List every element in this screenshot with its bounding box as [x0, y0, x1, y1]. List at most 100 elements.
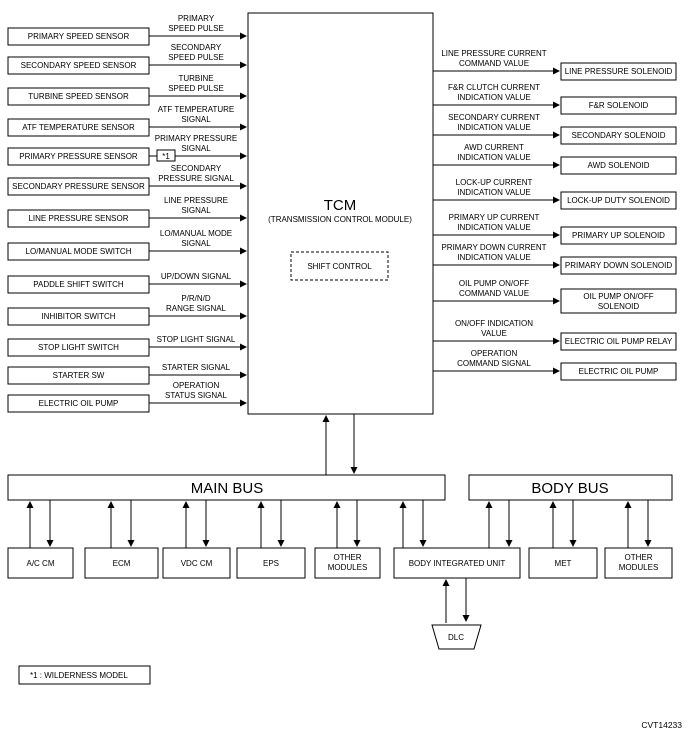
input-signal-label: SPEED PULSE: [168, 24, 224, 33]
input-signal-label: RANGE SIGNAL: [166, 304, 227, 313]
input-signal-label: SIGNAL: [181, 115, 211, 124]
output-actuator-label: SECONDARY SOLENOID: [572, 131, 666, 140]
output-actuator-label: ELECTRIC OIL PUMP: [579, 367, 659, 376]
output-actuator-box: [560, 362, 677, 381]
output-row: PRIMARY UP SOLENOID PRIMARY UP CURRENTIND…: [433, 213, 677, 245]
main-bus-box: [7, 474, 446, 501]
output-signal-label: OPERATION: [471, 349, 518, 358]
input-signal-label: SECONDARY: [171, 43, 222, 52]
input-sensor-label: STARTER SW: [53, 371, 105, 380]
output-actuator-box: [560, 288, 677, 314]
output-row: ELECTRIC OIL PUMP RELAY ON/OFF INDICATION…: [433, 319, 677, 351]
output-actuator-box: [560, 191, 677, 210]
output-signal-label: LINE PRESSURE CURRENT: [441, 49, 546, 58]
output-signal-label: COMMAND VALUE: [459, 289, 529, 298]
output-signal-label: SECONDARY CURRENT: [448, 113, 540, 122]
input-signal-label: SIGNAL: [181, 206, 211, 215]
output-actuator-box: [560, 332, 677, 351]
tcm-box: [247, 12, 434, 415]
legend: *1 : WILDERNESS MODEL: [18, 665, 151, 685]
module-label: EPS: [263, 559, 279, 568]
output-actuator-label: PRIMARY DOWN SOLENOID: [565, 261, 673, 270]
input-sensor-label: STOP LIGHT SWITCH: [38, 343, 119, 352]
body-bus-box: [468, 474, 673, 501]
input-signal-label: PRIMARY PRESSURE: [155, 134, 237, 143]
body-bus: BODY BUS: [468, 474, 673, 501]
module-box: [604, 547, 673, 579]
output-actuator-label: LINE PRESSURE SOLENOID: [565, 67, 673, 76]
output-actuator-box: [560, 156, 677, 175]
tcm-title: TCM: [324, 197, 357, 214]
module-box: [528, 547, 598, 579]
output-signal-label: INDICATION VALUE: [457, 223, 531, 232]
input-signal-label: LINE PRESSURE: [164, 196, 228, 205]
tcm-block: TCM (TRANSMISSION CONTROL MODULE) SHIFT …: [247, 12, 434, 415]
output-signals: LINE PRESSURE SOLENOID LINE PRESSURE CURR…: [433, 49, 677, 381]
bus-module: A/C CM: [7, 500, 74, 579]
input-sensor-label: ELECTRIC OIL PUMP: [39, 399, 119, 408]
input-signal-label: UP/DOWN SIGNAL: [161, 272, 232, 281]
input-signal-label: P/R/N/D: [181, 294, 211, 303]
input-sensor-label: INHIBITOR SWITCH: [41, 312, 115, 321]
output-signal-label: INDICATION VALUE: [457, 253, 531, 262]
input-row: STOP LIGHT SWITCH STOP LIGHT SIGNAL: [7, 335, 247, 357]
legend-box: [18, 665, 151, 685]
input-sensor-label: TURBINE SPEED SENSOR: [28, 92, 129, 101]
module-box: [7, 547, 74, 579]
input-signal-label: SPEED PULSE: [168, 84, 224, 93]
output-actuator-label: ELECTRIC OIL PUMP RELAY: [565, 337, 673, 346]
input-sensor-label: PADDLE SHIFT SWITCH: [33, 280, 124, 289]
input-signal-label: SIGNAL: [181, 239, 211, 248]
output-actuator-label: PRIMARY UP SOLENOID: [572, 231, 665, 240]
output-actuator-box: [560, 96, 677, 115]
module-label: MODULES: [619, 563, 659, 572]
input-sensor-label: LO/MANUAL MODE SWITCH: [26, 247, 132, 256]
module-box: [162, 547, 231, 579]
output-actuator-box: [560, 126, 677, 145]
input-signal-label: STOP LIGHT SIGNAL: [157, 335, 236, 344]
input-signal-label: STATUS SIGNAL: [165, 391, 227, 400]
input-sensor-label: PRIMARY SPEED SENSOR: [28, 32, 130, 41]
tcm-bus-link: [322, 414, 358, 475]
output-signal-label: ON/OFF INDICATION: [455, 319, 533, 328]
output-signal-label: F&R CLUTCH CURRENT: [448, 83, 540, 92]
bus-module: MET: [528, 500, 598, 579]
note-marker-label: *1: [162, 152, 170, 161]
input-signal-label: TURBINE: [178, 74, 213, 83]
output-actuator-box: [560, 256, 677, 275]
output-signal-label: INDICATION VALUE: [457, 153, 531, 162]
main-bus: MAIN BUS: [7, 474, 446, 501]
module-label: VDC CM: [181, 559, 213, 568]
bus-module: ECM: [84, 500, 159, 579]
bus-module: EPS: [236, 500, 306, 579]
module-label: BODY INTEGRATED UNIT: [409, 559, 506, 568]
output-actuator-box: [560, 226, 677, 245]
output-signal-label: PRIMARY UP CURRENT: [449, 213, 540, 222]
output-actuator-box: [560, 62, 677, 81]
output-signal-label: VALUE: [481, 329, 507, 338]
module-box: [393, 547, 521, 579]
output-signal-label: OIL PUMP ON/OFF: [459, 279, 529, 288]
module-box: [314, 547, 381, 579]
input-sensor-label: SECONDARY SPEED SENSOR: [21, 61, 137, 70]
module-label: OTHER: [334, 553, 362, 562]
input-signal-label: PRIMARY: [178, 14, 215, 23]
tcm-subtitle: (TRANSMISSION CONTROL MODULE): [268, 215, 412, 224]
main-bus-label: MAIN BUS: [191, 480, 264, 497]
input-sensor-label: LINE PRESSURE SENSOR: [28, 214, 128, 223]
input-row: PADDLE SHIFT SWITCH UP/DOWN SIGNAL: [7, 272, 247, 294]
